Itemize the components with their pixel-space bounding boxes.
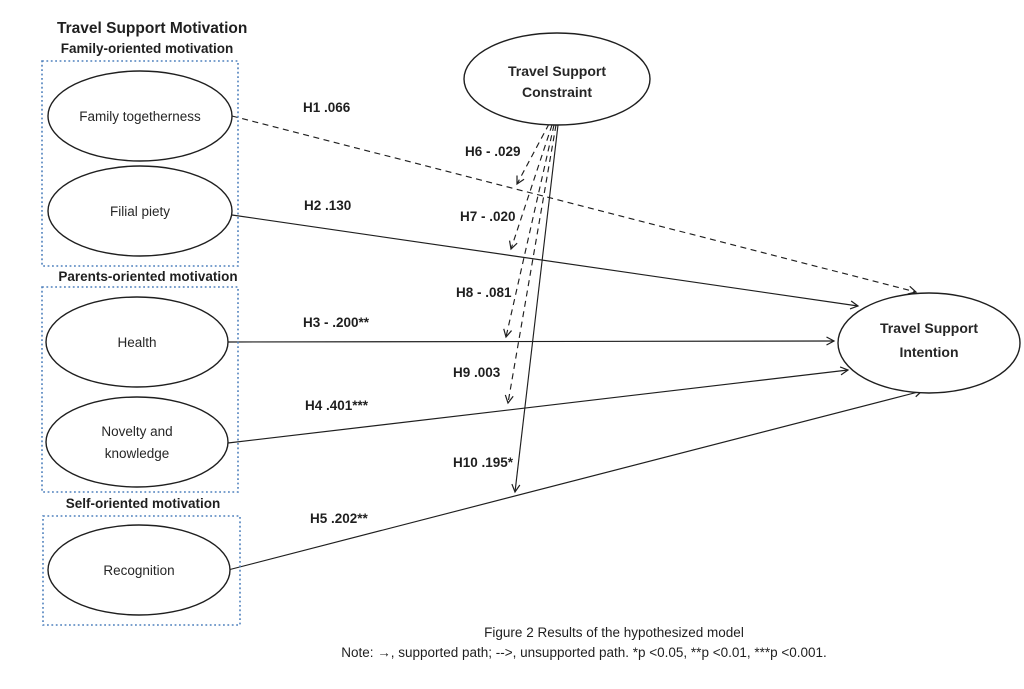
group-label-family: Family-oriented motivation [61, 41, 234, 56]
path-h9-arrow [508, 124, 557, 403]
path-h5-label: H5 .202** [310, 511, 369, 526]
path-h4-label: H4 .401*** [305, 398, 369, 413]
path-h9-label: H9 .003 [453, 365, 501, 380]
node-travel-support-intention [837, 292, 1021, 394]
node-health-label: Health [117, 335, 156, 350]
path-h5-arrow [227, 391, 922, 571]
node-travel-support-constraint [463, 32, 651, 126]
path-h8-arrow [506, 124, 555, 337]
node-constraint-label-line2: Constraint [522, 84, 592, 100]
figure-note: Note: →, supported path; -->, unsupporte… [341, 645, 827, 660]
node-novelty-knowledge [45, 396, 229, 488]
node-family-togetherness-label: Family togetherness [79, 109, 201, 124]
node-constraint-label-line1: Travel Support [508, 63, 606, 79]
path-h8-label: H8 - .081 [456, 285, 512, 300]
node-recognition-label: Recognition [103, 563, 174, 578]
group-box-self [42, 515, 241, 626]
node-novelty-knowledge-label-line1: Novelty and [101, 424, 172, 439]
path-h1-label: H1 .066 [303, 100, 351, 115]
path-h3-arrow [227, 341, 834, 342]
path-h10-arrow [515, 124, 559, 492]
node-family-togetherness [47, 70, 233, 162]
group-box-family [41, 60, 239, 267]
path-h1-arrow [231, 115, 916, 292]
group-label-self: Self-oriented motivation [66, 496, 221, 511]
diagram-title: Travel Support Motivation [57, 20, 247, 37]
path-h7-arrow [511, 124, 553, 249]
node-filial-piety [47, 165, 233, 257]
path-h4-arrow [227, 370, 848, 444]
node-intention-label-line1: Travel Support [880, 320, 978, 336]
node-recognition [47, 524, 231, 616]
node-intention-label-line2: Intention [899, 344, 958, 360]
figure-caption: Figure 2 Results of the hypothesized mod… [484, 625, 744, 640]
path-h10-label: H10 .195* [453, 455, 514, 470]
path-h3-label: H3 - .200** [303, 315, 370, 330]
path-h6-label: H6 - .029 [465, 144, 521, 159]
node-health [45, 296, 229, 388]
node-novelty-knowledge-label-line2: knowledge [105, 446, 170, 461]
path-h7-label: H7 - .020 [460, 209, 516, 224]
node-filial-piety-label: Filial piety [110, 204, 170, 219]
group-box-parents [41, 286, 239, 493]
path-h2-arrow [231, 214, 858, 306]
path-h6-arrow [517, 123, 550, 184]
path-h2-label: H2 .130 [304, 198, 351, 213]
group-label-parents: Parents-oriented motivation [58, 269, 237, 284]
